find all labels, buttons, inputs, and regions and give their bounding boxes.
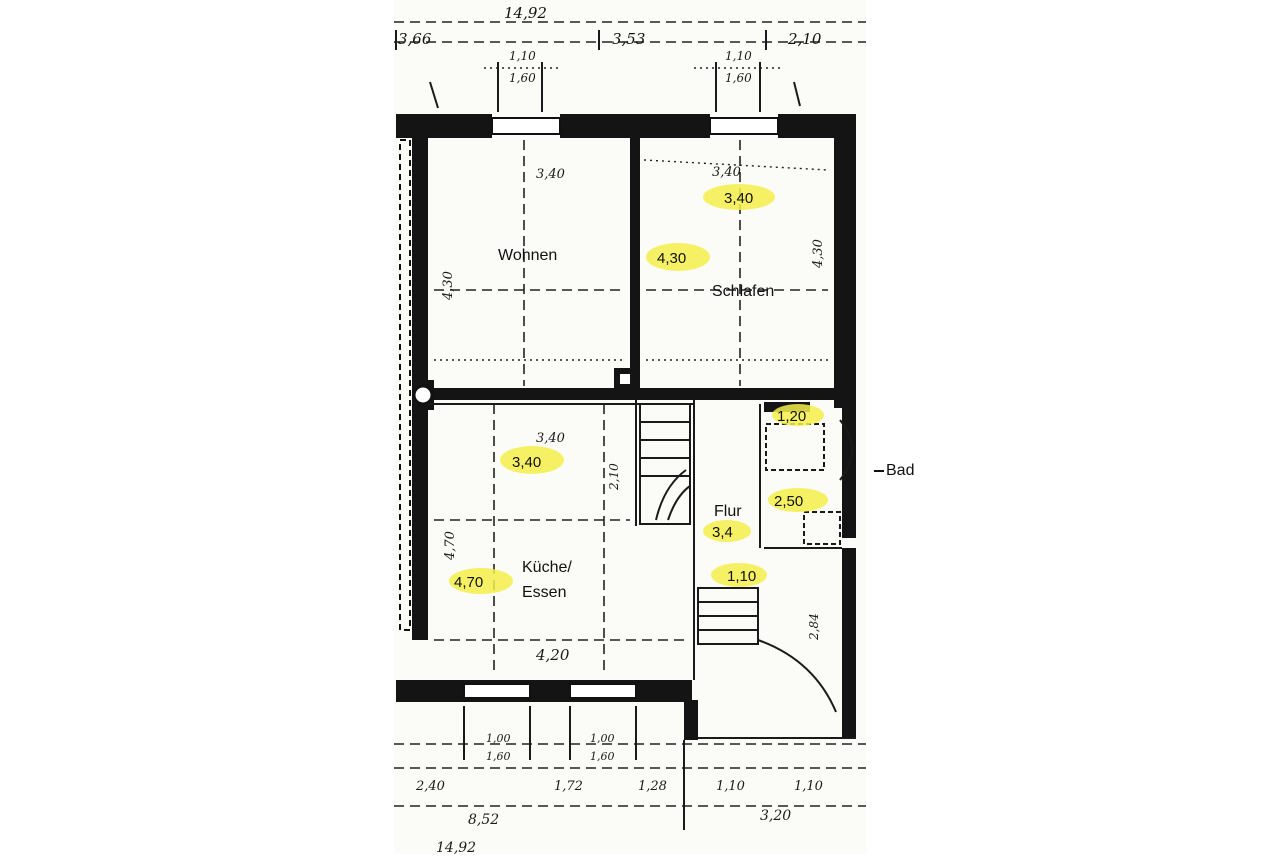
room-label-flur: Flur <box>714 503 742 520</box>
bathroom-fixtures <box>765 419 853 545</box>
dim-flur-depth: 2,84 <box>807 613 821 641</box>
bad-label-outside: Bad <box>874 462 914 480</box>
reference-lines <box>434 140 829 676</box>
dim-bottom-window2-bottom: 1,60 <box>590 750 615 763</box>
dim-schlafen-depth-hand: 4,30 <box>811 239 826 269</box>
measure-schlafen-width: 3,40 <box>724 190 753 207</box>
measure-flur-length: 3,4 <box>712 524 733 541</box>
handwritten-interior-dims: 3,40 4,30 3,40 4,30 3,40 4,70 4,20 2,10 … <box>441 165 826 664</box>
dim-wohnen-width: 3,40 <box>536 167 565 182</box>
dim-kueche-bottom: 4,20 <box>535 646 570 664</box>
dim-bottom-mid1: 1,72 <box>554 779 583 794</box>
room-label-kueche: Küche/ <box>522 559 572 576</box>
arrow-line-icon <box>874 469 884 472</box>
dim-top-total: 14,92 <box>504 4 547 22</box>
room-labels: Wohnen Schlafen Küche/ Essen Flur Bad <box>498 247 774 601</box>
dim-top-left: 3,66 <box>398 30 432 48</box>
dim-kueche-depth-hand: 4,70 <box>443 531 458 561</box>
measure-flur-width: 1,10 <box>727 568 756 585</box>
dim-bottom-window1-top: 1,00 <box>486 732 511 745</box>
measure-kueche-width: 3,40 <box>512 454 541 471</box>
dim-window-left-bottom: 1,60 <box>509 71 536 85</box>
dim-stair-height: 2,10 <box>607 463 621 491</box>
measure-depth-4-30: 4,30 <box>657 250 686 267</box>
dim-bottom-left: 2,40 <box>415 779 445 794</box>
dim-bottom-sub-right: 3,20 <box>760 808 791 824</box>
dim-window-left-top: 1,10 <box>509 49 536 63</box>
dim-bottom-window2-top: 1,00 <box>590 732 615 745</box>
dim-bottom-total: 14,92 <box>436 840 476 854</box>
measure-bad-depth: 2,50 <box>774 493 803 510</box>
dim-top-right: 2,10 <box>787 30 822 48</box>
dim-kueche-width-hand: 3,40 <box>536 431 565 446</box>
highlight-marks <box>449 184 828 594</box>
dim-top-middle: 3,53 <box>612 30 645 48</box>
interior-walls <box>412 138 842 680</box>
highlighted-measurements: 3,40 4,30 3,40 4,70 1,20 2,50 3,4 1,10 <box>454 190 806 591</box>
dim-bottom-mid2: 1,28 <box>638 779 667 794</box>
room-label-essen: Essen <box>522 584 566 601</box>
measure-kueche-depth: 4,70 <box>454 574 483 591</box>
dim-bottom-sub-left: 8,52 <box>468 812 499 828</box>
room-label-wohnen: Wohnen <box>498 247 557 264</box>
dim-bottom-window1-bottom: 1,60 <box>486 750 511 763</box>
exterior-walls <box>396 114 856 740</box>
dim-bottom-mid3: 1,10 <box>716 779 745 794</box>
bottom-dimension-chain: 1,00 1,60 1,00 1,60 2,40 1,72 1,28 1,10 … <box>394 706 866 856</box>
room-label-schlafen: Schlafen <box>712 283 774 300</box>
dim-window-right-bottom: 1,60 <box>725 71 752 85</box>
measure-bad-width: 1,20 <box>777 408 806 425</box>
floor-plan-drawing: 14,92 3,66 3,53 2,10 1,10 1,60 1,10 1,60 <box>394 4 866 856</box>
floor-plan-sheet: 14,92 3,66 3,53 2,10 1,10 1,60 1,10 1,60 <box>394 0 866 856</box>
bad-label-text: Bad <box>886 462 915 479</box>
dim-wohnen-depth: 4,30 <box>441 271 456 301</box>
staircase <box>639 403 837 713</box>
dim-bottom-right: 1,10 <box>794 779 823 794</box>
top-dimension-chain: 14,92 3,66 3,53 2,10 1,10 1,60 1,10 1,60 <box>394 4 866 112</box>
dim-window-right-top: 1,10 <box>725 49 752 63</box>
dim-schlafen-width-hand: 3,40 <box>712 165 741 180</box>
